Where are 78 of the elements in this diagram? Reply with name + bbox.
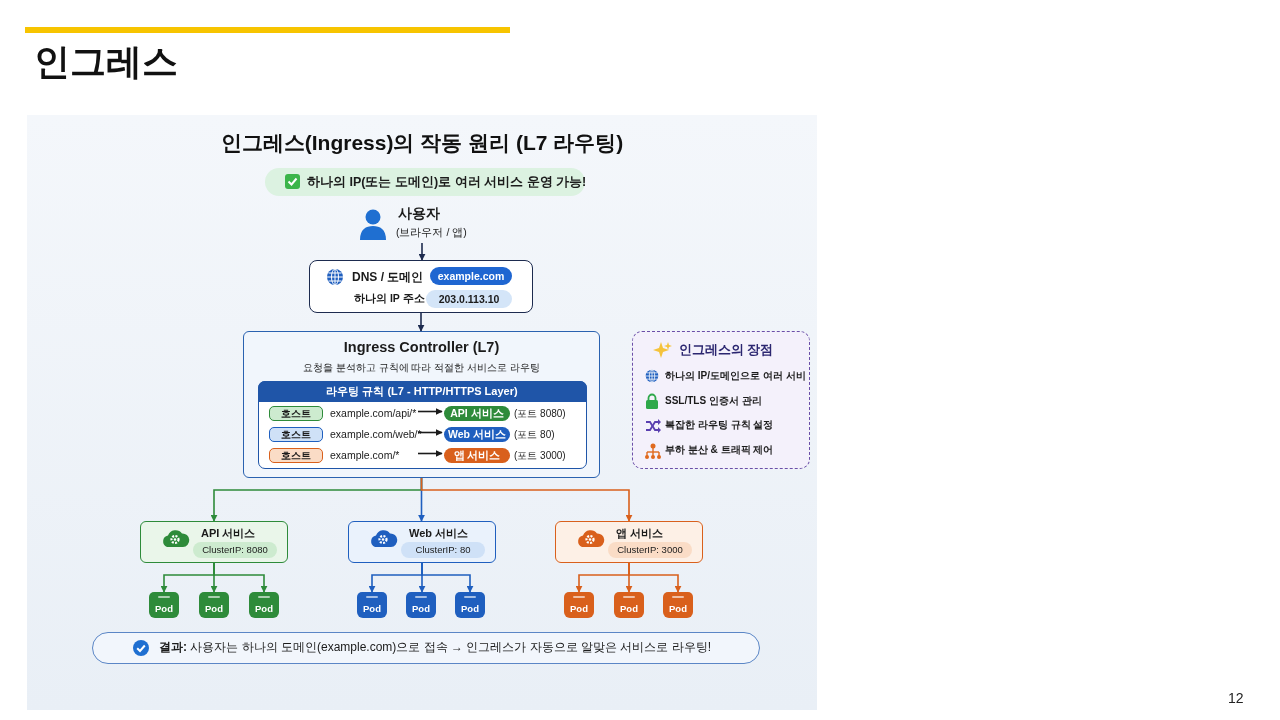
pod-label: Pod — [619, 603, 639, 614]
dns-box — [309, 260, 533, 313]
arrow — [213, 562, 268, 593]
pod-label: Pod — [569, 603, 589, 614]
controller-note: 요청을 분석하고 규칙에 따라 적절한 서비스로 라우팅 — [302, 361, 541, 375]
dns-label: DNS / 도메인 — [352, 269, 424, 286]
benefit-item: 복잡한 라우팅 규칙 설정 — [665, 418, 774, 432]
user-label: 사용자 — [398, 205, 440, 223]
pod-label: Pod — [204, 603, 224, 614]
benefit-item: 부하 분산 & 트래픽 제어 — [665, 442, 774, 457]
service-box — [140, 521, 288, 563]
controller-title: Ingress Controller (L7) — [342, 339, 501, 355]
notice-text: 하나의 IP(또는 도메인)로 여러 서비스 운영 가능! — [307, 174, 587, 191]
pod-label: Pod — [411, 603, 431, 614]
url-path: example.com/web/* — [330, 427, 422, 442]
pod-icon — [564, 592, 594, 618]
result-text: 결과: 사용자는 하나의 도메인(example.com)으로 접속 → 인그레스가 자동으로 알맞은 서비스로 라우팅! — [159, 639, 712, 656]
service-title: Web 서비스 — [409, 526, 469, 541]
arrow — [418, 242, 426, 261]
cluster-ip-pill: ClusterIP: 3000 — [608, 542, 692, 558]
arrow — [420, 477, 633, 522]
service-box — [555, 521, 703, 563]
pod-icon — [663, 592, 693, 618]
host-tag — [269, 427, 323, 442]
url-path: example.com/* — [330, 448, 400, 463]
slide-title: 인그레스 — [34, 40, 178, 84]
pod-label: Pod — [362, 603, 382, 614]
url-path: example.com/api/* — [330, 406, 417, 421]
ip-label: 하나의 IP 주소 — [354, 292, 425, 306]
port-note: (포트 8080) — [514, 407, 566, 421]
controller-box — [243, 331, 600, 478]
pod-label: Pod — [460, 603, 480, 614]
panel-heading: 인그레스의 장점 — [679, 342, 774, 359]
cluster-ip-pill: ClusterIP: 8080 — [193, 542, 277, 558]
notice-pill — [265, 168, 585, 196]
pod-label: Pod — [154, 603, 174, 614]
rule-table — [258, 381, 587, 469]
arrow — [417, 312, 425, 332]
figure-heading: 인그레스(Ingress)의 작동 원리 (L7 라우팅) — [219, 130, 625, 156]
pod-label: Pod — [254, 603, 274, 614]
arrow — [417, 450, 443, 457]
pod-icon — [614, 592, 644, 618]
arrow — [421, 562, 474, 593]
port-note: (포트 3000) — [514, 449, 566, 463]
pod-label: Pod — [668, 603, 688, 614]
page-number: 12 — [1228, 690, 1244, 706]
domain-pill: example.com — [430, 267, 512, 285]
pod-icon — [149, 592, 179, 618]
pod-icon — [249, 592, 279, 618]
result-banner — [92, 632, 760, 664]
service-pill — [444, 406, 510, 421]
host-text: 호스트 — [280, 407, 312, 420]
host-text: 호스트 — [280, 428, 312, 441]
host-tag — [269, 406, 323, 421]
arrow — [628, 562, 682, 593]
pod-icon — [357, 592, 387, 618]
benefit-item: 하나의 IP/도메인으로 여러 서비 — [665, 369, 806, 383]
pod-icon — [406, 592, 436, 618]
ip-pill: 203.0.113.10 — [426, 290, 512, 308]
service-box — [348, 521, 496, 563]
pod-icon — [455, 592, 485, 618]
service-name: 앱 서비스 — [452, 448, 502, 463]
port-note: (포트 80) — [514, 428, 555, 442]
benefits-panel — [632, 331, 810, 469]
user-note: (브라우저 / 앱) — [396, 226, 467, 240]
service-pill — [444, 448, 510, 463]
service-title: 앱 서비스 — [616, 526, 664, 541]
service-name: Web 서비스 — [447, 427, 507, 442]
benefit-item: SSL/TLS 인증서 관리 — [665, 393, 762, 408]
host-text: 호스트 — [280, 449, 312, 462]
service-title: API 서비스 — [201, 526, 256, 541]
host-tag — [269, 448, 323, 463]
pod-icon — [199, 592, 229, 618]
cluster-ip-pill: ClusterIP: 80 — [401, 542, 485, 558]
arrow — [417, 429, 443, 436]
table-header: 라우팅 규칙 (L7 - HTTP/HTTPS Layer) — [257, 380, 587, 402]
arrow — [417, 408, 443, 415]
service-name: API 서비스 — [449, 406, 505, 421]
